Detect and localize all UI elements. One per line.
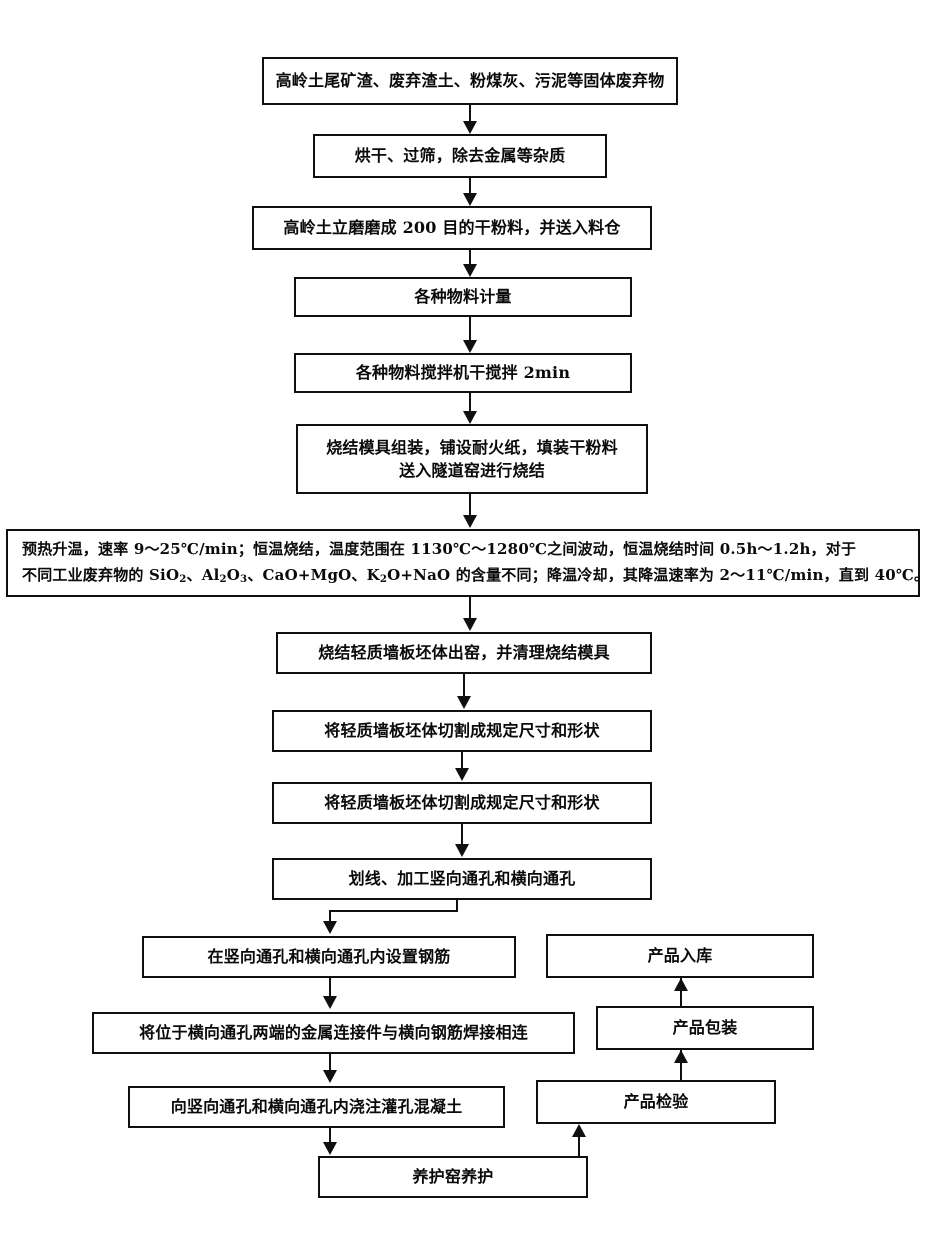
node-label: 向竖向通孔和横向通孔内浇注灌孔混凝土 <box>170 1097 463 1117</box>
edge-arrow-n5-n6 <box>463 411 477 424</box>
process-node-raw-materials[interactable]: 高岭土尾矿渣、废弃渣土、粉煤灰、污泥等固体废弃物 <box>262 57 678 105</box>
process-node-firing-parameters[interactable]: 预热升温，速率 9～25℃/min；恒温烧结，温度范围在 1130℃～1280℃… <box>6 529 926 597</box>
edge-line-n14-n15 <box>329 1128 331 1143</box>
edge-arrow-n7-n8 <box>463 618 477 631</box>
edge-arrow-n14-n15 <box>323 1142 337 1155</box>
edge-line-n7-n8 <box>469 597 471 619</box>
edge-line-n11-n12-vertical-a <box>456 900 458 912</box>
node-label: 养护窑养护 <box>412 1167 494 1187</box>
node-label: 在竖向通孔和横向通孔内设置钢筋 <box>207 947 451 967</box>
edge-arrow-n11-n12 <box>323 921 337 934</box>
process-node-marking-drilling[interactable]: 划线、加工竖向通孔和横向通孔 <box>272 858 652 900</box>
edge-arrow-n1-n2 <box>463 121 477 134</box>
edge-arrow-n9-n10 <box>455 768 469 781</box>
edge-arrow-n3-n4 <box>463 264 477 277</box>
edge-line-n6-n7 <box>469 494 471 516</box>
process-node-packaging[interactable]: 产品包装 <box>596 1006 814 1050</box>
edge-arrow-n2-n3 <box>463 193 477 206</box>
node-label: 产品检验 <box>623 1092 689 1112</box>
edge-arrow-n6-n7 <box>463 515 477 528</box>
node-label: 将轻质墙板坯体切割成规定尺寸和形状 <box>324 793 600 813</box>
process-node-vertical-mill[interactable]: 高岭土立磨磨成 200 目的干粉料，并送入料仓 <box>252 206 652 250</box>
process-node-curing-kiln[interactable]: 养护窑养护 <box>318 1156 588 1198</box>
node-label: 产品包装 <box>672 1018 738 1038</box>
edge-arrow-n12-n13 <box>323 996 337 1009</box>
process-node-weld-connectors[interactable]: 将位于横向通孔两端的金属连接件与横向钢筋焊接相连 <box>92 1012 575 1054</box>
process-node-unload-kiln[interactable]: 烧结轻质墙板坯体出窑，并清理烧结模具 <box>276 632 652 674</box>
edge-line-n13-n14 <box>329 1054 331 1071</box>
node-label: 将位于横向通孔两端的金属连接件与横向钢筋焊接相连 <box>139 1023 528 1043</box>
firing-parameters-line-2: 不同工业废弃物的 SiO2、Al2O3、CaO+MgO、K2O+NaO 的含量不… <box>22 565 926 586</box>
edge-arrow-n17-n16 <box>674 978 688 991</box>
edge-line-n5-n6 <box>469 393 471 412</box>
node-label: 烧结轻质墙板坯体出窑，并清理烧结模具 <box>318 643 610 663</box>
edge-line-n15-n18-vertical-a <box>578 1137 580 1157</box>
edge-line-n8-n9 <box>463 674 465 697</box>
edge-arrow-n4-n5 <box>463 340 477 353</box>
edge-line-n2-n3 <box>469 178 471 194</box>
process-node-mould-assembly[interactable]: 烧结模具组装，铺设耐火纸，填装干粉料 送入隧道窑进行烧结 <box>296 424 648 494</box>
node-label: 各种物料计量 <box>414 287 512 307</box>
edge-line-n4-n5 <box>469 317 471 341</box>
edge-line-n18-n17 <box>680 1050 682 1080</box>
edge-line-n9-n10 <box>461 752 463 769</box>
node-label: 各种物料搅拌机干搅拌 2min <box>355 363 571 383</box>
edge-arrow-n8-n9 <box>457 696 471 709</box>
node-label: 划线、加工竖向通孔和横向通孔 <box>348 869 576 889</box>
node-label-line-1: 烧结模具组装，铺设耐火纸，填装干粉料 <box>326 437 618 457</box>
process-node-cutting-1[interactable]: 将轻质墙板坯体切割成规定尺寸和形状 <box>272 710 652 752</box>
node-label: 高岭土尾矿渣、废弃渣土、粉煤灰、污泥等固体废弃物 <box>275 71 665 91</box>
process-node-drying-screening[interactable]: 烘干、过筛，除去金属等杂质 <box>313 134 607 178</box>
edge-line-n12-n13 <box>329 978 331 997</box>
process-node-inspection[interactable]: 产品检验 <box>536 1080 776 1124</box>
edge-arrow-n15-n18 <box>572 1124 586 1137</box>
node-label: 将轻质墙板坯体切割成规定尺寸和形状 <box>324 721 600 741</box>
edge-arrow-n18-n17 <box>674 1050 688 1063</box>
edge-line-n11-n12-horizontal <box>329 910 458 912</box>
edge-line-n10-n11 <box>461 824 463 845</box>
process-node-material-metering[interactable]: 各种物料计量 <box>294 277 632 317</box>
process-node-warehouse[interactable]: 产品入库 <box>546 934 814 978</box>
node-label-line-2: 送入隧道窑进行烧结 <box>399 461 545 480</box>
node-label: 高岭土立磨磨成 200 目的干粉料，并送入料仓 <box>283 218 621 238</box>
process-node-pour-concrete[interactable]: 向竖向通孔和横向通孔内浇注灌孔混凝土 <box>128 1086 505 1128</box>
node-label: 烘干、过筛，除去金属等杂质 <box>354 146 566 166</box>
firing-parameters-text: 预热升温，速率 9～25℃/min；恒温烧结，温度范围在 1130℃～1280℃… <box>14 533 926 592</box>
firing-parameters-line-1: 预热升温，速率 9～25℃/min；恒温烧结，温度范围在 1130℃～1280℃… <box>22 540 857 559</box>
node-label: 产品入库 <box>647 946 713 966</box>
edge-arrow-n13-n14 <box>323 1070 337 1083</box>
process-node-place-rebar[interactable]: 在竖向通孔和横向通孔内设置钢筋 <box>142 936 516 978</box>
edge-arrow-n10-n11 <box>455 844 469 857</box>
process-node-cutting-2[interactable]: 将轻质墙板坯体切割成规定尺寸和形状 <box>272 782 652 824</box>
edge-line-n11-n12-vertical-b <box>329 910 331 922</box>
process-node-dry-mixing[interactable]: 各种物料搅拌机干搅拌 2min <box>294 353 632 393</box>
edge-line-n17-n16 <box>680 978 682 1006</box>
edge-line-n3-n4 <box>469 250 471 265</box>
edge-line-n1-n2 <box>469 105 471 123</box>
